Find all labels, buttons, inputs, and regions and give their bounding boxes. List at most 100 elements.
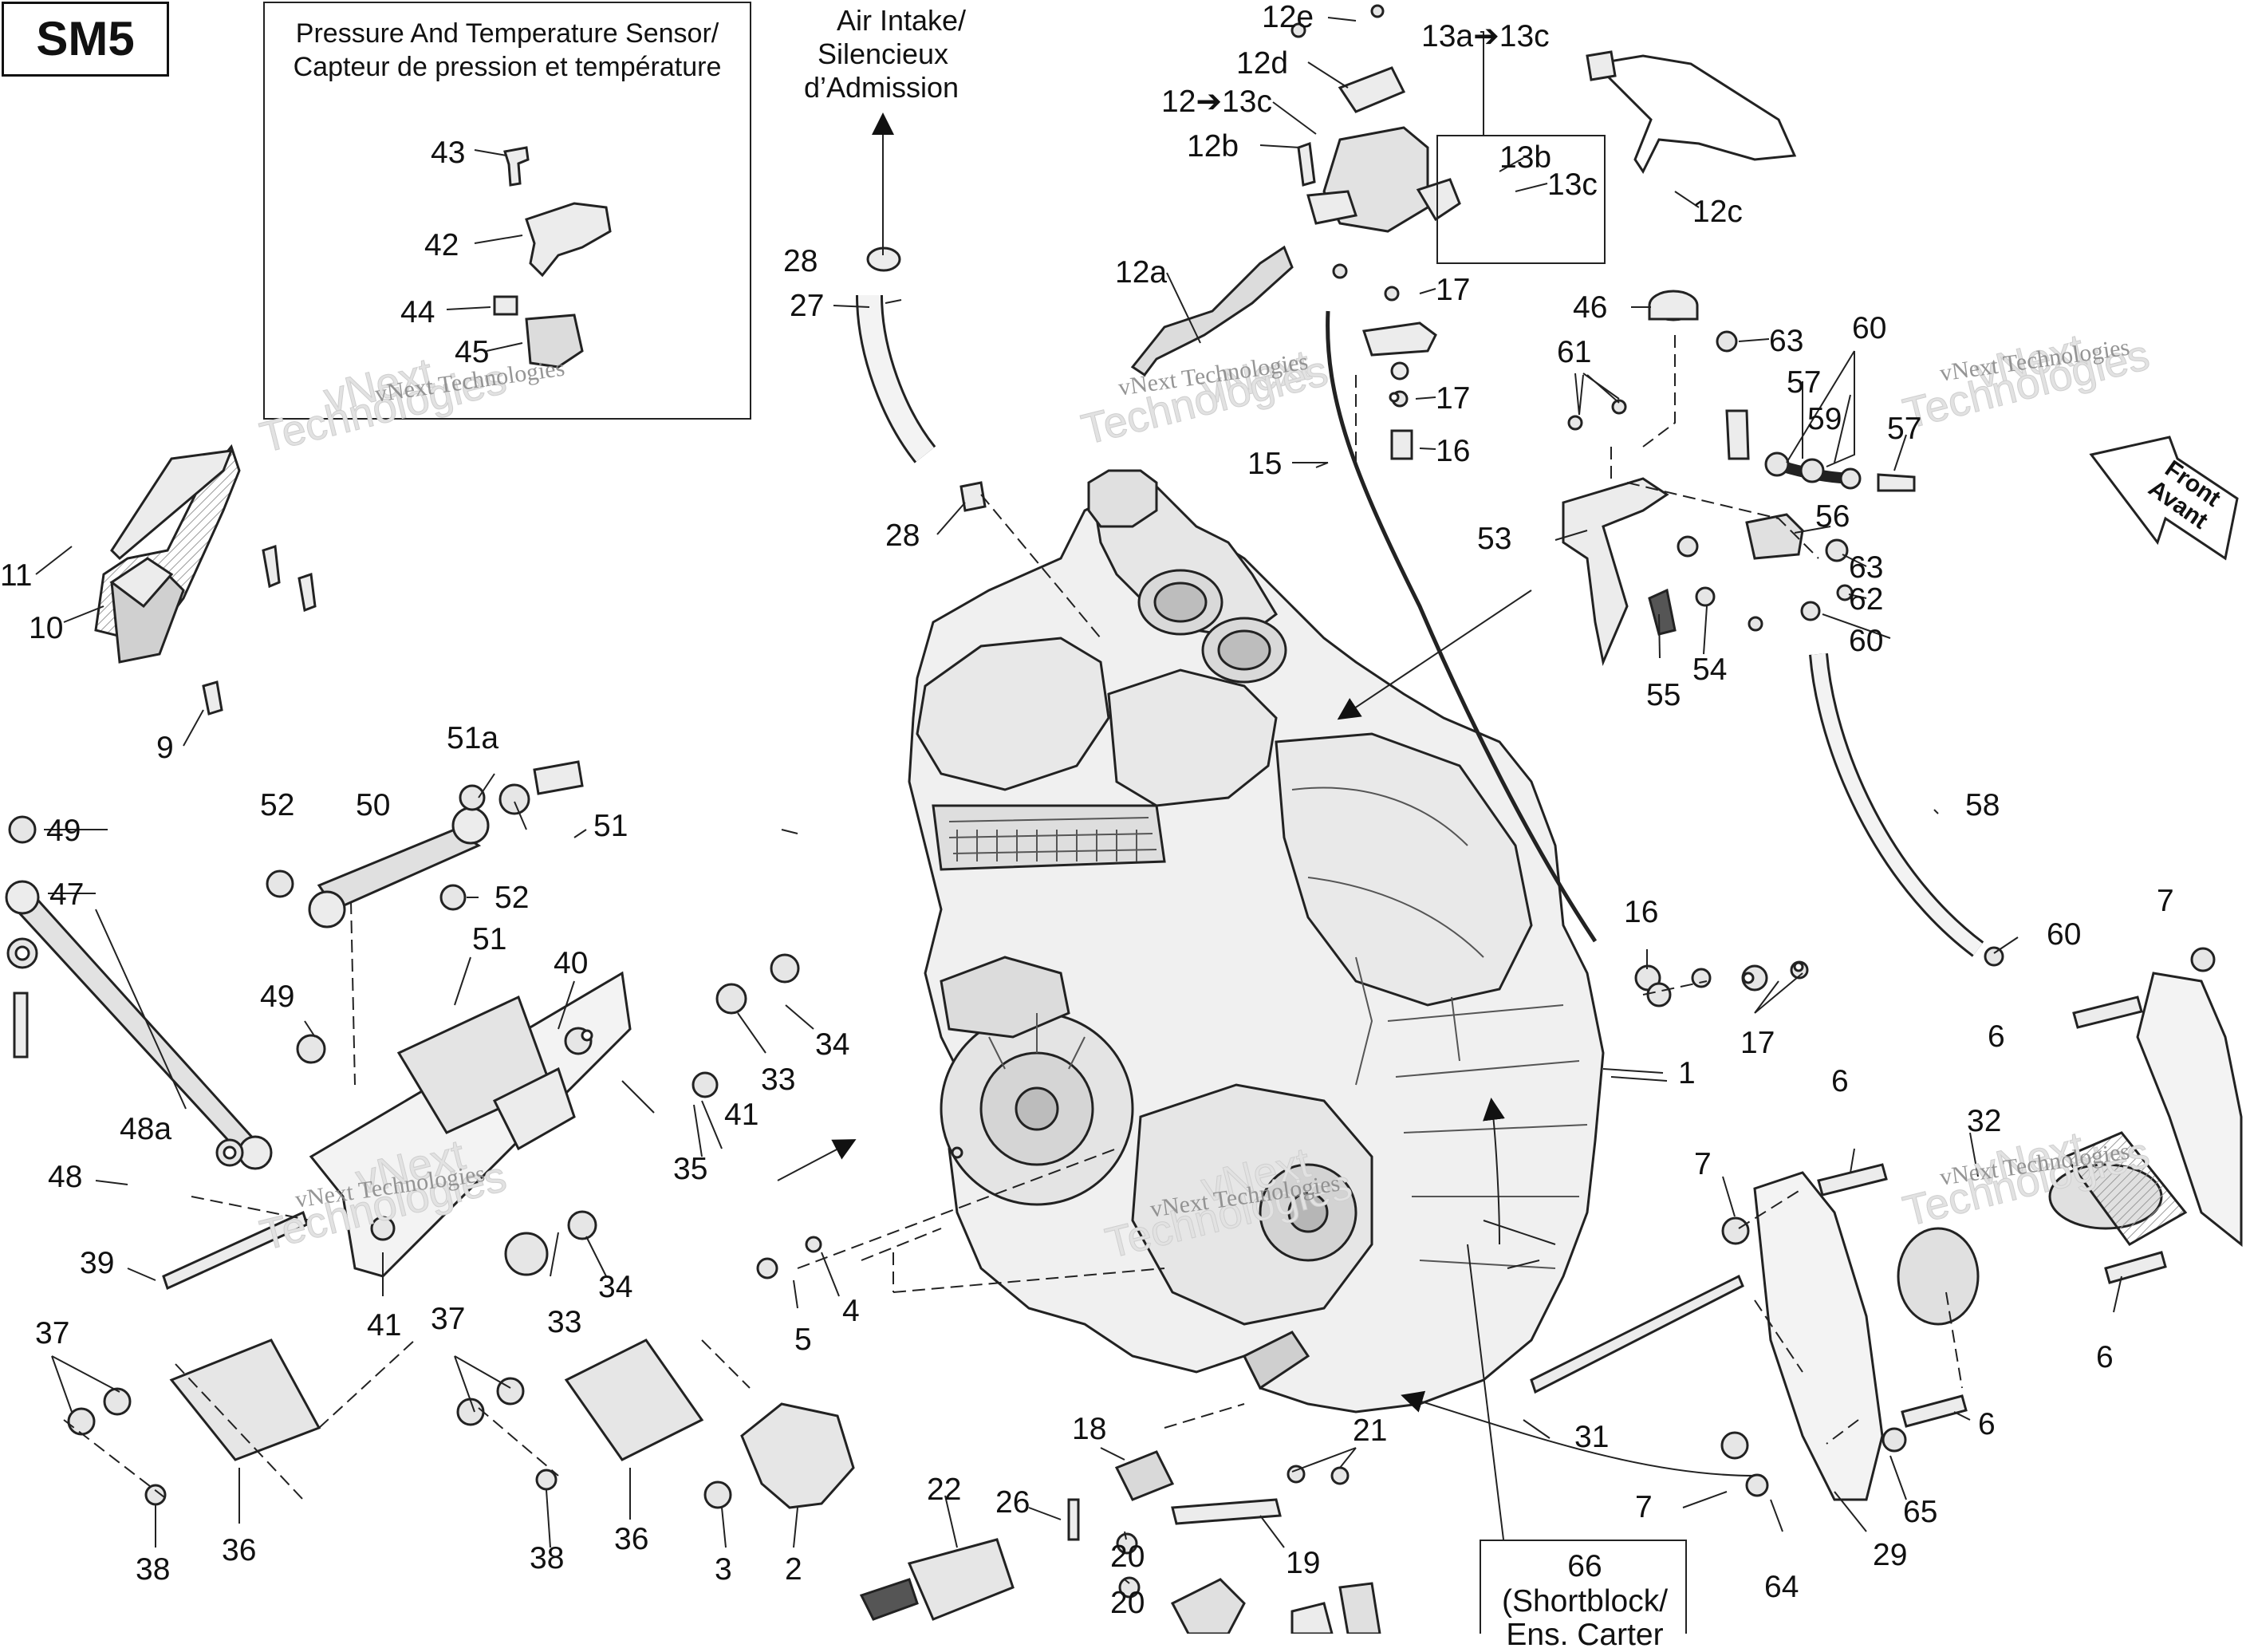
callout-60-lower: 60 [2047,917,2082,952]
callout-13a-13c: 13a➔13c [1421,19,1550,53]
sheet-code: SM5 [2,2,169,77]
callout-49-top: 49 [46,814,81,848]
callout-63-top: 63 [1769,324,1804,358]
callout-45: 45 [455,335,490,369]
callout-65: 65 [1903,1495,1938,1529]
callout-56: 56 [1815,499,1850,534]
callout-15: 15 [1247,447,1283,481]
callout-1: 1 [1678,1056,1696,1090]
callout-7-topright: 7 [2157,884,2174,918]
callout-63-right: 63 [1849,550,1884,585]
callout-50: 50 [356,788,391,822]
shortblock-box: 66 (Shortblock/ Ens. Carter [1480,1540,1687,1650]
callout-64: 64 [1764,1570,1799,1604]
callout-53: 53 [1477,522,1512,556]
callout-33-lower: 33 [547,1305,582,1339]
shortblock-line2: Ens. Carter [1506,1618,1664,1652]
callout-26: 26 [995,1485,1030,1520]
air-intake-line1: Air Intake/ [836,4,967,37]
callout-41-lower: 41 [367,1308,402,1342]
callout-11: 11 [0,558,33,593]
callout-9: 9 [156,731,174,765]
direction-arrows [777,112,1755,1477]
callout-54: 54 [1692,653,1728,687]
callout-12-13c: 12➔13c [1161,85,1272,119]
air-intake-line2: Silencieux [817,37,949,70]
callout-62: 62 [1849,582,1884,617]
inset-title-line2: Capteur de pression et température [293,52,722,82]
callout-57-right: 57 [1887,412,1922,446]
callout-38-left: 38 [136,1552,171,1587]
shortblock-leader [1467,1244,1504,1540]
callout-46: 46 [1573,290,1608,325]
callout-41-right: 41 [724,1098,759,1132]
callout-7-mid: 7 [1694,1147,1712,1181]
callout-38-mid: 38 [530,1541,565,1575]
callout-27: 27 [790,289,825,323]
callout-22: 22 [927,1473,962,1507]
inset-title-line1: Pressure And Temperature Sensor/ [295,18,719,49]
callout-5: 5 [794,1323,812,1357]
callout-48a: 48a [120,1112,172,1146]
bracket-13a-13c [1436,135,1606,264]
callout-40: 40 [554,946,589,980]
engine-assembly [908,469,1605,1413]
callout-6-right: 6 [1988,1019,2005,1054]
callout-59: 59 [1807,402,1842,436]
callout-51a: 51a [447,721,499,755]
callout-12c: 12c [1692,195,1743,229]
callout-36-mid: 36 [614,1522,649,1556]
callout-44: 44 [400,295,435,329]
callout-16-top: 16 [1436,434,1471,468]
callout-3: 3 [715,1552,732,1587]
callout-49-mid: 49 [260,980,295,1014]
callout-52-left: 52 [260,788,295,822]
bracket-61 [1578,374,1620,416]
sensor-inset: Pressure And Temperature Sensor/ Capteur… [263,2,751,420]
callout-36-left: 36 [222,1533,257,1567]
shortblock-line1: (Shortblock/ [1501,1584,1669,1618]
callout-47: 47 [49,877,85,912]
callout-13c: 13c [1547,168,1598,202]
parts-lineart [5,50,2243,1634]
callout-18: 18 [1072,1412,1107,1446]
callout-13b: 13b [1499,140,1552,175]
callout-20-top: 20 [1110,1540,1145,1574]
callout-12a: 12a [1115,255,1168,290]
callout-12d: 12d [1236,46,1289,81]
callout-42: 42 [424,228,459,262]
callout-60-mid: 60 [1849,624,1884,658]
front-arrow [2089,436,2239,561]
callout-52-right: 52 [495,881,530,915]
callout-17-lower: 17 [1740,1026,1775,1060]
callout-39: 39 [80,1246,115,1280]
fasteners [6,4,2216,1599]
callout-61: 61 [1557,335,1592,369]
callout-29: 29 [1873,1538,1908,1572]
callout-37-left: 37 [35,1316,70,1350]
callout-31: 31 [1574,1420,1610,1454]
callout-6-mid: 6 [1831,1064,1849,1098]
callout-7-bottom: 7 [1635,1490,1653,1524]
callout-51-mid: 51 [472,922,507,956]
callout-28-mid: 28 [885,518,920,553]
callout-12b: 12b [1187,129,1239,164]
callout-6-lowright: 6 [2096,1340,2114,1374]
callout-20-bottom: 20 [1110,1586,1145,1620]
callout-51-top: 51 [593,809,628,843]
air-intake-line3: d’Admission [803,71,959,104]
callout-33-right: 33 [761,1063,796,1097]
callout-57-left: 57 [1787,365,1822,400]
callout-48: 48 [48,1160,83,1194]
callout-2: 2 [785,1552,802,1587]
callout-21: 21 [1353,1413,1388,1448]
callout-32: 32 [1967,1104,2002,1138]
callout-19: 19 [1286,1546,1321,1580]
shortblock-number: 66 [1567,1549,1602,1583]
callout-17-mid: 17 [1436,381,1471,416]
callout-16-lower: 16 [1624,895,1659,929]
callout-60-top: 60 [1852,311,1887,345]
callout-37-mid: 37 [431,1302,466,1336]
callout-34-lower: 34 [598,1270,633,1304]
callout-35: 35 [673,1152,708,1186]
